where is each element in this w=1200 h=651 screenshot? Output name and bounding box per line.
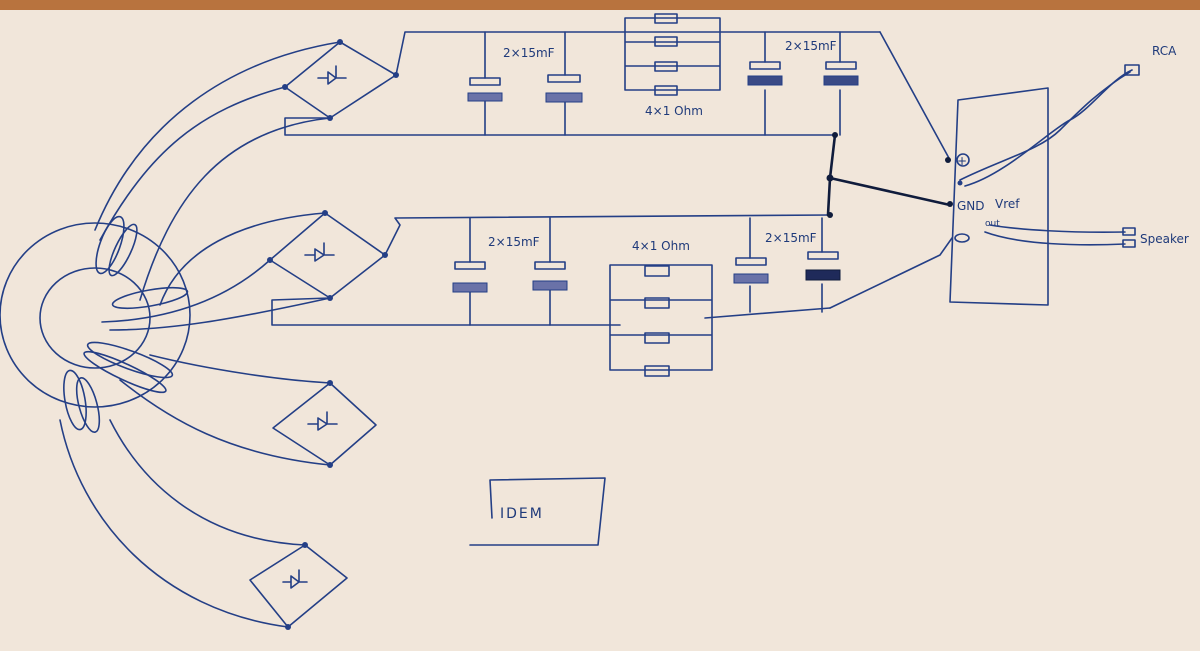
cap-top-left-label: 2×15mF [503, 46, 555, 60]
speaker-label: Speaker [1140, 232, 1189, 246]
gnd-terminal-label: GND [957, 199, 985, 213]
rca-label: RCA [1152, 44, 1177, 58]
cap-top-right-label: 2×15mF [785, 39, 837, 53]
upper-filter-bank [284, 13, 881, 138]
res-top-label: 4×1 Ohm [645, 104, 703, 118]
cap-bottom-right-label: 2×15mF [765, 231, 817, 245]
transformer-leads [59, 41, 341, 628]
toroidal-transformer-icon [0, 215, 191, 433]
plus-terminal-label: + [957, 154, 967, 168]
paper-sheet [0, 8, 1200, 651]
res-bottom-label: 4×1 Ohm [632, 239, 690, 253]
speaker-cables: Speaker [984, 224, 1189, 248]
vref-terminal-label: Vref [995, 197, 1020, 211]
lower-filter-bank [271, 212, 841, 377]
rca-cable: RCA [959, 44, 1177, 187]
table-edge [0, 0, 1200, 10]
idem-note: IDEM [469, 477, 606, 546]
rectifier-third [272, 380, 377, 468]
cap-bottom-left-label: 2×15mF [488, 235, 540, 249]
idem-label: IDEM [500, 506, 544, 522]
rectifier-top [282, 39, 399, 121]
amplifier-module-icon: + GND Vref out [945, 87, 1049, 306]
out-terminal-label: out [985, 219, 1000, 229]
rectifier-fourth [249, 542, 348, 630]
series-link [826, 31, 953, 309]
